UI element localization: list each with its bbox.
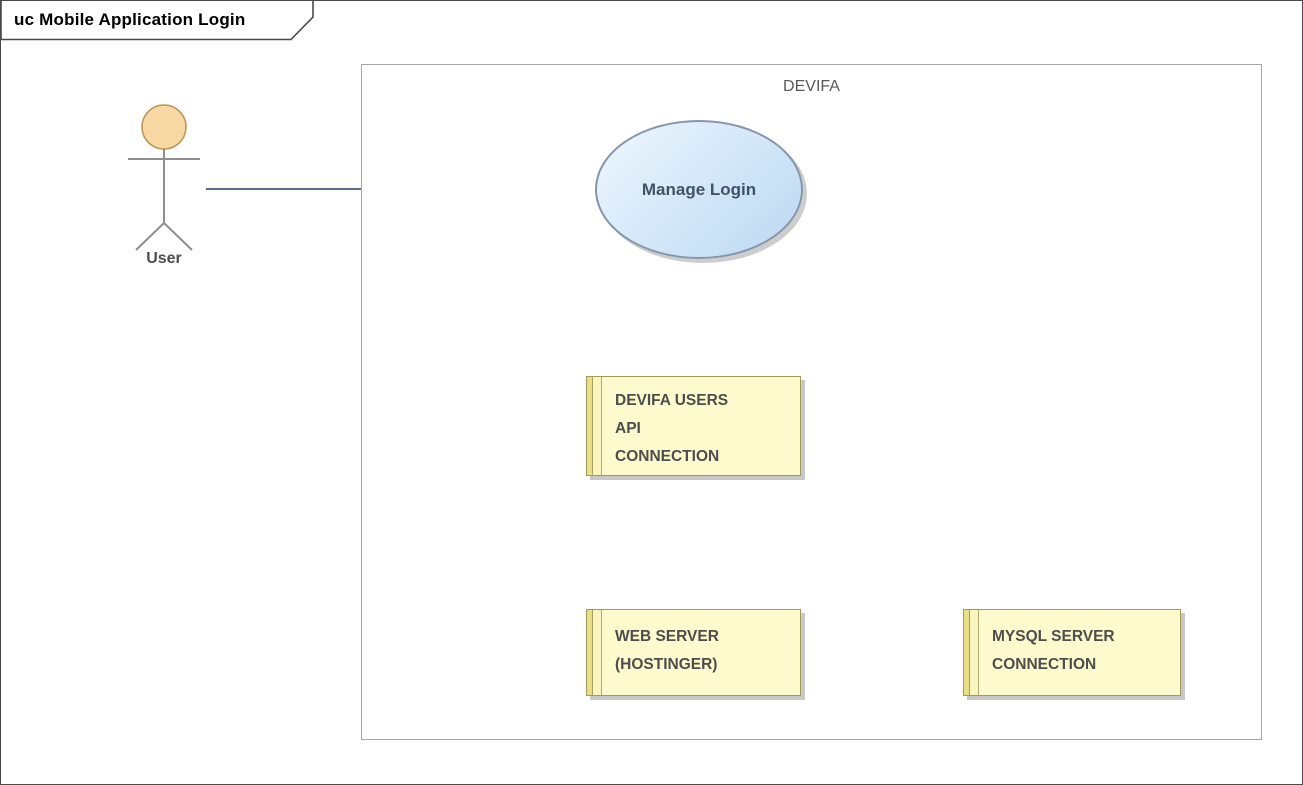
node-stripe	[593, 610, 602, 695]
node-label-line: API	[615, 420, 641, 437]
node-stripe	[587, 377, 593, 475]
node-devifa-users-api-connection[interactable]: DEVIFA USERS API CONNECTION	[586, 376, 801, 476]
usecase-manage-login[interactable]: Manage Login	[595, 120, 803, 259]
diagram-frame-tab: uc Mobile Application Login	[1, 1, 321, 43]
node-label-line: CONNECTION	[992, 656, 1097, 673]
node-label: WEB SERVER (HOSTINGER)	[615, 623, 796, 679]
usecase-label: Manage Login	[641, 179, 757, 199]
node-stripe	[593, 377, 602, 475]
node-label-line: (HOSTINGER)	[615, 656, 718, 673]
actor-leg-right	[163, 222, 193, 251]
node-label: DEVIFA USERS API CONNECTION	[615, 387, 796, 471]
frame-tab-shape	[1, 1, 314, 41]
node-stripe	[964, 610, 970, 695]
actor-head	[141, 104, 187, 150]
node-label-line: MYSQL SERVER	[992, 628, 1115, 645]
frame-tab-label: uc Mobile Application Login	[14, 10, 246, 29]
actor-leg-left	[135, 222, 165, 251]
actor-icon[interactable]	[128, 104, 200, 251]
node-stripe	[970, 610, 979, 695]
node-mysql-server-connection[interactable]: MYSQL SERVER CONNECTION	[963, 609, 1181, 696]
actor-label: User	[146, 250, 182, 267]
node-label: MYSQL SERVER CONNECTION	[992, 623, 1176, 679]
node-label-line: DEVIFA USERS	[615, 392, 729, 409]
node-web-server-hostinger[interactable]: WEB SERVER (HOSTINGER)	[586, 609, 801, 696]
node-label-line: WEB SERVER	[615, 628, 719, 645]
node-label-line: CONNECTION	[615, 448, 720, 465]
system-boundary-label: DEVIFA	[783, 78, 840, 95]
node-stripe	[587, 610, 593, 695]
